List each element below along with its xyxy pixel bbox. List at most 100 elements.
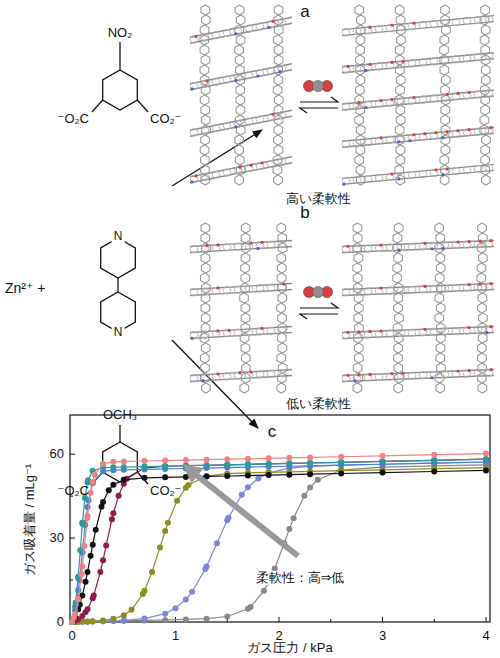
pillar-ring [235,5,244,15]
sheet-ring [190,375,198,382]
sheet-ring [353,288,361,295]
sheet-ring [256,23,264,30]
pillar-ring [355,353,364,363]
data-point [121,477,127,483]
sheet-ring [267,241,275,248]
sheet-ring [397,287,405,294]
pillar-ring [393,233,402,243]
oxygen-atom [423,132,426,135]
harpoon [300,303,338,308]
oxygen-atom [390,61,393,64]
oxygen-atom [467,240,470,243]
sheet-ring [419,372,427,379]
sheet-ring [386,330,394,337]
pillar-ring [441,115,450,125]
sheet-line [190,333,292,339]
sheet-ring [353,65,361,72]
pillar-ring [278,363,287,373]
pillar-ring [201,105,210,115]
oxygen-atom [357,330,360,333]
pillar-ring [277,253,286,263]
data-point [85,504,91,510]
data-point [93,527,99,533]
sheet-ring [386,287,394,294]
bond [119,425,120,442]
oxygen-atom [456,240,459,243]
data-point [90,618,96,624]
pillar-ring [440,45,449,55]
pillar-ring [241,273,250,283]
data-point [90,619,96,625]
data-point [307,454,313,460]
data-point [75,596,81,602]
data-point [162,611,168,617]
pillar-ring [201,263,210,273]
tick [382,617,383,622]
oxygen-atom [401,60,404,63]
data-point [79,571,85,577]
pillar-ring [478,323,487,333]
structures [190,5,494,393]
sheet-line [342,22,494,36]
isotherm [69,467,489,625]
pillar-ring [241,353,250,363]
data-point [129,607,135,613]
sheet-ring [267,284,275,291]
sheet-ring [397,24,405,31]
data-point [291,515,297,521]
data-point [286,455,292,461]
isotherm-line [72,454,486,622]
sheet-ring [441,57,449,64]
data-point [286,460,292,466]
tick-label: 1 [172,629,179,643]
pillar-ring [481,145,490,155]
isotherm-line [72,468,486,622]
data-point [380,458,386,464]
data-point [90,480,96,486]
pillar-ring [396,155,405,165]
data-point [79,564,85,570]
data-point [301,493,307,499]
axis-title: ガス圧力 / kPa [247,641,332,655]
oxygen-atom [467,91,470,94]
sheet-ring [267,327,275,334]
tick [434,619,435,622]
pillar-ring [436,353,445,363]
sheet-ring [474,91,482,98]
sheet-ring [441,20,449,27]
nitrogen-atom [201,379,204,382]
sheet-ring [419,22,427,29]
data-point [85,619,91,625]
pillar-ring [396,85,405,95]
tick-label: 3 [379,629,386,643]
data-point [224,473,230,479]
tick-label: 30 [50,531,64,545]
equilibrium-arrows [300,97,338,113]
data-point [162,463,168,469]
sheet-ring [212,171,220,178]
pillar-ring [236,35,245,45]
sheet-ring [353,139,361,146]
pillar-ring [277,273,286,283]
data-point [97,569,103,575]
sheet-ring [256,371,264,378]
pillar-ring [277,333,286,343]
data-point [90,542,96,548]
isotherm-line [72,462,486,622]
oxygen-atom [238,371,241,374]
isotherm-line [72,470,486,622]
data-point [110,464,116,470]
pillar-ring [440,165,449,175]
pillar-ring [395,125,404,135]
data-point [380,453,386,459]
oxygen-atom [445,93,448,96]
pillar-ring [481,75,490,85]
data-point [224,462,230,468]
oxygen-atom [423,328,426,331]
sheet-ring [201,173,209,180]
nitrogen-atom [430,247,433,250]
isotherm [69,456,489,625]
benzene-ring [103,70,138,110]
data-point [224,462,230,468]
data-point [91,592,97,598]
